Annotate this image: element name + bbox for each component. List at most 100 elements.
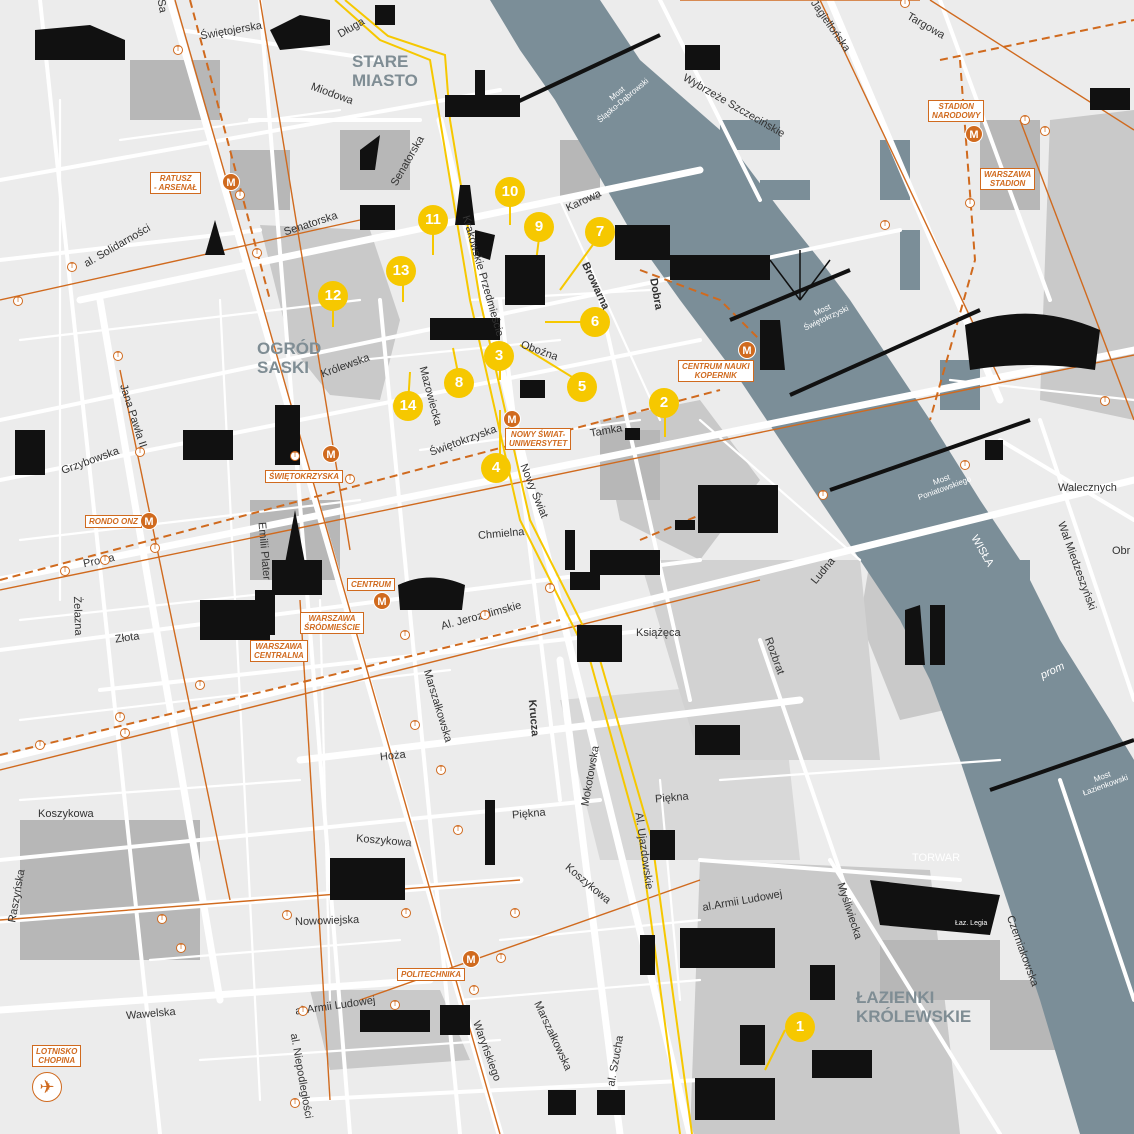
tram-stop[interactable]: T: [1020, 115, 1030, 125]
street-zelazna: Żelazna: [70, 596, 85, 636]
tram-stop[interactable]: T: [235, 190, 245, 200]
street-obr: Obr: [1112, 545, 1131, 557]
tram-stop[interactable]: T: [13, 296, 23, 306]
metro-swietokrzyska[interactable]: M: [322, 445, 340, 463]
poi-marker-3[interactable]: 3: [484, 341, 514, 371]
tram-stop[interactable]: T: [290, 451, 300, 461]
poi-marker-10[interactable]: 10: [495, 177, 525, 207]
district-stare-miasto: STARE MIASTO: [352, 52, 418, 90]
tram-stop[interactable]: T: [436, 765, 446, 775]
tag-warszawa-srodmiescie[interactable]: WARSZAWA ŚRÓDMIEŚCIE: [300, 612, 365, 634]
poi-marker-4[interactable]: 4: [481, 453, 511, 483]
metro-centrum[interactable]: M: [373, 592, 391, 610]
district-label: STARE MIASTO: [352, 52, 418, 90]
poi-marker-11[interactable]: 11: [418, 205, 448, 235]
tourist-route: [334, 0, 693, 1134]
tag-swietokrzyska[interactable]: ŚWIĘTOKRZYSKA: [265, 470, 344, 483]
metro-stadion-narodowy[interactable]: M: [965, 125, 983, 143]
tram-stop[interactable]: T: [510, 908, 520, 918]
tram-stop[interactable]: T: [545, 583, 555, 593]
tram-stop[interactable]: T: [100, 555, 110, 565]
street-koszykowa-1: Koszykowa: [38, 808, 94, 820]
tram-stop[interactable]: T: [1040, 126, 1050, 136]
tag-text: RATUSZ - ARSENAŁ: [154, 174, 198, 192]
tram-stop[interactable]: T: [480, 610, 490, 620]
tram-stop[interactable]: T: [900, 0, 910, 8]
metro-centrum-nauki-kopernik[interactable]: M: [738, 341, 756, 359]
tram-stop[interactable]: T: [390, 1000, 400, 1010]
poi-marker-13[interactable]: 12: [318, 281, 348, 311]
tag-warszawa-centralna[interactable]: WARSZAWA CENTRALNA: [250, 640, 308, 662]
tag-lotnisko-chopina[interactable]: LOTNISKO CHOPINA: [32, 1045, 82, 1067]
tram-stop[interactable]: T: [173, 45, 183, 55]
tag-text: POLITECHNIKA: [401, 970, 461, 979]
poi-marker-1[interactable]: 1: [785, 1012, 815, 1042]
poi-number: 12: [324, 287, 342, 304]
tram-stop[interactable]: T: [1100, 396, 1110, 406]
tram-stop[interactable]: T: [67, 262, 77, 272]
metro-ratusz-arsenal[interactable]: M: [222, 173, 240, 191]
tag-text: RONDO ONZ: [89, 517, 138, 526]
tag-warszawa-stadion[interactable]: WARSZAWA STADION: [980, 168, 1036, 190]
tram-stop[interactable]: T: [195, 680, 205, 690]
tram-stop[interactable]: T: [252, 248, 262, 258]
tram-stop[interactable]: T: [157, 914, 167, 924]
district-lazienki: ŁAZIENKI KRÓLEWSKIE: [856, 988, 971, 1026]
tram-stop[interactable]: T: [818, 490, 828, 500]
metro-nowy-swiat[interactable]: M: [503, 410, 521, 428]
poi-marker-9[interactable]: 9: [524, 212, 554, 242]
street-ksiazeca: Książęca: [636, 627, 681, 639]
tag-text: WARSZAWA ŚRÓDMIEŚCIE: [304, 614, 361, 632]
tag-rondo-onz[interactable]: RONDO ONZ: [85, 515, 142, 528]
tram-stop[interactable]: T: [880, 220, 890, 230]
bridges: [499, 33, 1134, 792]
tram-stop[interactable]: T: [290, 1098, 300, 1108]
tag-centrum[interactable]: CENTRUM: [347, 578, 395, 591]
poi-marker-8[interactable]: 8: [444, 368, 474, 398]
district-ogrod-saski: OGRÓD SASKI: [257, 339, 321, 377]
airplane-icon[interactable]: ✈: [32, 1072, 62, 1102]
tram-stop[interactable]: T: [176, 943, 186, 953]
tag-text: WARSZAWA CENTRALNA: [254, 642, 304, 660]
tag-stadion-narodowy[interactable]: STADION NARODOWY: [928, 100, 985, 122]
tram-stop[interactable]: T: [400, 630, 410, 640]
tram-stop[interactable]: T: [469, 985, 479, 995]
poi-marker-14[interactable]: 14: [393, 391, 423, 421]
tram-stop[interactable]: T: [410, 720, 420, 730]
poi-marker-6[interactable]: 6: [580, 307, 610, 337]
poi-marker-2[interactable]: 2: [649, 388, 679, 418]
tram-stop[interactable]: T: [35, 740, 45, 750]
tram-stop[interactable]: T: [496, 953, 506, 963]
tag-ratusz-arsenal[interactable]: RATUSZ - ARSENAŁ: [150, 172, 202, 194]
poi-marker-5[interactable]: 5: [567, 372, 597, 402]
label-torwar: TORWAR: [912, 852, 961, 864]
tram-stop[interactable]: T: [135, 447, 145, 457]
tag-politechnika[interactable]: POLITECHNIKA: [397, 968, 465, 981]
tag-centrum-nauki-kopernik[interactable]: CENTRUM NAUKI KOPERNIK: [678, 360, 754, 382]
tag-text: CENTRUM: [351, 580, 391, 589]
metro-politechnika[interactable]: M: [462, 950, 480, 968]
tram-stop[interactable]: T: [120, 728, 130, 738]
tag-text: LOTNISKO CHOPINA: [36, 1047, 78, 1065]
metro-rondo-onz[interactable]: M: [140, 512, 158, 530]
tram-stop[interactable]: T: [282, 910, 292, 920]
tag-nowy-swiat-uniwersytet[interactable]: NOWY ŚWIAT- UNIWERSYTET: [505, 428, 572, 450]
tram-stop[interactable]: T: [401, 908, 411, 918]
tram-stop[interactable]: T: [298, 1006, 308, 1016]
tram-stop[interactable]: T: [113, 351, 123, 361]
tram-stop[interactable]: T: [115, 712, 125, 722]
poi-marker-12[interactable]: 13: [386, 256, 416, 286]
tram-stop[interactable]: T: [60, 566, 70, 576]
tram-stop[interactable]: T: [345, 474, 355, 484]
tram-stop[interactable]: T: [960, 460, 970, 470]
tram-stop[interactable]: T: [965, 198, 975, 208]
tram-stop[interactable]: T: [453, 825, 463, 835]
label-legia: Łaz. Legia: [955, 920, 988, 927]
tram-stop[interactable]: T: [150, 543, 160, 553]
poi-marker-7[interactable]: 7: [585, 217, 615, 247]
tag-text: NOWY ŚWIAT- UNIWERSYTET: [509, 430, 568, 448]
street-sa: Sa: [154, 0, 169, 14]
street-walecznych: Walecznych: [1058, 482, 1117, 494]
